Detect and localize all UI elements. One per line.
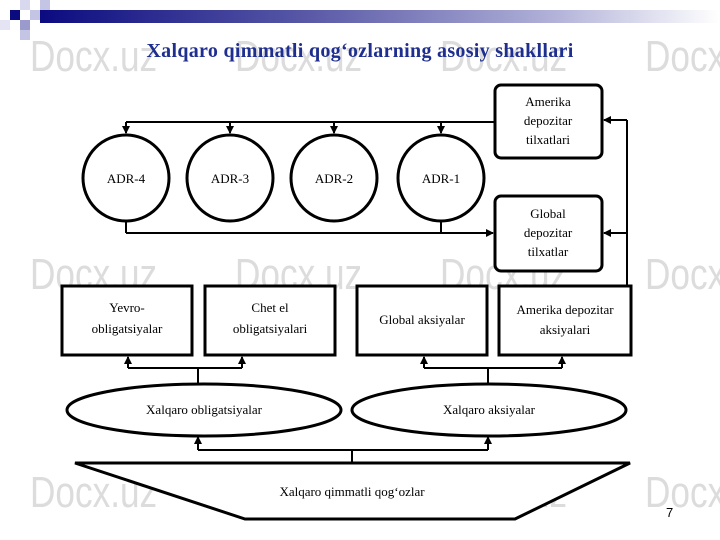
watermark: Docx.uz xyxy=(440,32,568,81)
page-number: 7 xyxy=(666,505,674,520)
decor-square xyxy=(20,20,30,30)
connectors xyxy=(122,116,628,463)
american-shares-box xyxy=(497,284,633,357)
decor-square xyxy=(40,0,50,10)
decor-square xyxy=(20,0,30,10)
watermark: Docx.uz xyxy=(30,32,158,81)
box-label: Yevro- xyxy=(109,300,145,315)
adr-label: ADR-4 xyxy=(107,171,146,186)
decor-square xyxy=(0,20,10,30)
watermark: Docx.uz xyxy=(235,32,363,81)
adr-circle: ADR-1 xyxy=(396,133,486,223)
bonds-ellipse xyxy=(65,382,343,438)
decor-square xyxy=(20,30,30,40)
ellipse-label: Xalqaro aksiyalar xyxy=(443,402,536,417)
box-label: obligatsiyalari xyxy=(233,321,308,336)
adr-circle: ADR-2 xyxy=(289,133,379,223)
box-label: tilxatlar xyxy=(528,244,569,259)
decor-square xyxy=(30,10,40,20)
american-receipts-box: Amerika depozitar tilxatlari xyxy=(493,83,604,160)
adr-circle: ADR-4 xyxy=(81,133,171,223)
slide-title: Xalqaro qimmatli qog‘ozlarning asosiy sh… xyxy=(146,40,574,62)
box-label: tilxatlari xyxy=(526,132,570,147)
box-label: depozitar xyxy=(524,113,573,128)
box-label: aksiyalari xyxy=(540,322,591,337)
euro-bonds-box xyxy=(60,284,194,357)
global-shares-box xyxy=(355,284,489,357)
adr-circle: ADR-3 xyxy=(185,133,275,223)
box-label: Amerika depozitar xyxy=(516,302,614,317)
decor-square xyxy=(10,10,20,20)
box-label: obligatsiyalar xyxy=(92,321,163,336)
global-receipts-box: Global depozitar tilxatlar xyxy=(493,194,604,273)
box-label: Chet el xyxy=(251,300,289,315)
foreign-bonds-box xyxy=(203,284,337,357)
box-label: Amerika xyxy=(525,94,571,109)
watermark: Docx.uz xyxy=(645,468,720,517)
box-label: Global xyxy=(530,206,566,221)
box-label: Global aksiyalar xyxy=(379,312,465,327)
adr-label: ADR-1 xyxy=(422,171,460,186)
adr-label: ADR-2 xyxy=(315,171,353,186)
header-gradient-bar xyxy=(40,10,720,23)
watermark: Docx.uz xyxy=(645,250,720,299)
adr-label: ADR-3 xyxy=(211,171,249,186)
base-label: Xalqaro qimmatli qog‘ozlar xyxy=(279,484,425,499)
ellipse-label: Xalqaro obligatsiyalar xyxy=(146,402,263,417)
base-trapezoid xyxy=(74,461,631,521)
shares-ellipse xyxy=(350,382,628,438)
box-label: depozitar xyxy=(524,225,573,240)
watermark: Docx.uz xyxy=(645,32,720,81)
